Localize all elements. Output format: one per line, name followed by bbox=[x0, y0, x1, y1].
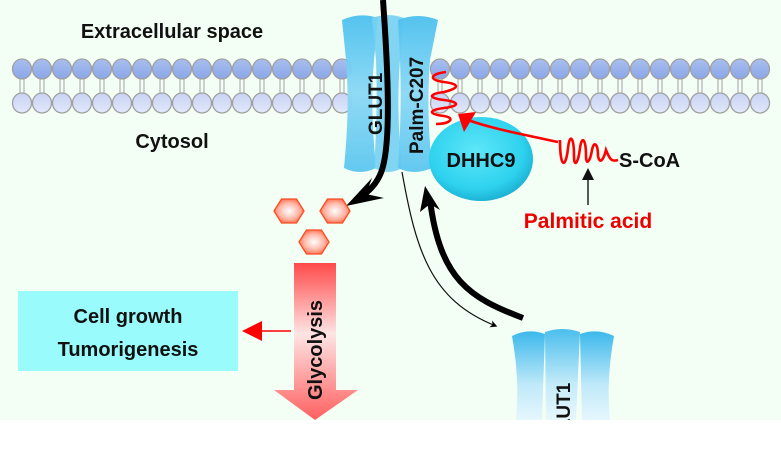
lipid-head-inner bbox=[31, 92, 53, 114]
lipid-head-inner bbox=[191, 92, 213, 114]
lipid-head-outer bbox=[191, 58, 213, 80]
cytosol-label: Cytosol bbox=[135, 131, 208, 153]
lipid-head-inner bbox=[649, 92, 671, 114]
lipid-head-inner bbox=[749, 92, 771, 114]
lipid-head-inner bbox=[669, 92, 691, 114]
lipid-head-outer bbox=[131, 58, 153, 80]
diagram-canvas: GLUT1 Palm-C207 DHHC9 S-CoA Palmitic aci… bbox=[0, 0, 781, 445]
lipid-head-outer bbox=[271, 58, 293, 80]
lipid-head-inner bbox=[549, 92, 571, 114]
lipid-head-inner bbox=[311, 92, 333, 114]
lipid-bilayer-left bbox=[11, 58, 353, 114]
lipid-head-inner bbox=[709, 92, 731, 114]
lipid-head-outer bbox=[489, 58, 511, 80]
lipid-head-inner bbox=[291, 92, 313, 114]
lipid-head-inner bbox=[589, 92, 611, 114]
recycling-arrowhead bbox=[420, 186, 440, 212]
lipid-head-outer bbox=[171, 58, 193, 80]
lipid-head-inner bbox=[11, 92, 33, 114]
glucose-hexagon-icon bbox=[273, 198, 305, 224]
lipid-head-inner bbox=[271, 92, 293, 114]
lipid-head-inner bbox=[449, 92, 471, 114]
lipid-head-outer bbox=[509, 58, 531, 80]
lipid-head-outer bbox=[729, 58, 751, 80]
lipid-head-inner bbox=[609, 92, 631, 114]
palmitate-transfer-arrow bbox=[467, 118, 559, 144]
lipid-head-outer bbox=[71, 58, 93, 80]
outcome-line2: Tumorigenesis bbox=[58, 339, 199, 361]
glut1-transporter-vesicle bbox=[512, 329, 614, 420]
lipid-head-outer bbox=[469, 58, 491, 80]
lipid-head-outer bbox=[549, 58, 571, 80]
palmitic-acid-label: Palmitic acid bbox=[524, 210, 652, 233]
lipid-head-outer bbox=[569, 58, 591, 80]
palm-c207-label: Palm-C207 bbox=[407, 57, 428, 154]
lipid-head-inner bbox=[251, 92, 273, 114]
lipid-head-inner bbox=[509, 92, 531, 114]
lipid-head-outer bbox=[449, 58, 471, 80]
lipid-head-inner bbox=[469, 92, 491, 114]
lipid-head-outer bbox=[589, 58, 611, 80]
palmitic-acid-arrowhead bbox=[582, 168, 594, 180]
glut1-vesicle-label: GLUT1 bbox=[554, 382, 575, 420]
lipid-head-inner bbox=[489, 92, 511, 114]
lipid-head-outer bbox=[749, 58, 771, 80]
lipid-bilayer-right bbox=[429, 58, 771, 114]
lipid-head-outer bbox=[669, 58, 691, 80]
outcome-line1: Cell growth bbox=[74, 306, 183, 328]
outcome-box bbox=[18, 291, 238, 371]
glucose-hexagon-icon bbox=[319, 198, 351, 224]
lipid-head-outer bbox=[649, 58, 671, 80]
lipid-head-inner bbox=[51, 92, 73, 114]
lipid-head-outer bbox=[151, 58, 173, 80]
glucose-import-arrowhead bbox=[346, 178, 384, 206]
lipid-head-inner bbox=[111, 92, 133, 114]
palmitoyl-coa-icon bbox=[558, 137, 619, 165]
lipid-head-outer bbox=[689, 58, 711, 80]
lipid-head-outer bbox=[31, 58, 53, 80]
glut1-palmitoylation-diagram: GLUT1 Palm-C207 DHHC9 S-CoA Palmitic aci… bbox=[11, 0, 771, 445]
extracellular-label: Extracellular space bbox=[81, 21, 263, 43]
glucose-import-arrow bbox=[356, 0, 391, 201]
lipid-head-outer bbox=[51, 58, 73, 80]
lipid-head-inner bbox=[131, 92, 153, 114]
lipid-head-inner bbox=[231, 92, 253, 114]
lipid-head-inner bbox=[171, 92, 193, 114]
lipid-head-inner bbox=[569, 92, 591, 114]
lipid-head-outer bbox=[11, 58, 33, 80]
lipid-head-outer bbox=[609, 58, 631, 80]
lipid-head-outer bbox=[291, 58, 313, 80]
lipid-head-outer bbox=[251, 58, 273, 80]
lipid-head-inner bbox=[529, 92, 551, 114]
dhhc9-label: DHHC9 bbox=[447, 150, 516, 172]
outcome-arrowhead bbox=[242, 321, 262, 341]
palmitoyl-chain-icon bbox=[430, 70, 458, 126]
lipid-head-outer bbox=[709, 58, 731, 80]
palmitate-transfer-arrowhead bbox=[458, 112, 476, 132]
glucose-hexagon-icon bbox=[298, 229, 330, 255]
lipid-head-outer bbox=[211, 58, 233, 80]
glut1-membrane-label: GLUT1 bbox=[366, 72, 387, 135]
lipid-head-outer bbox=[111, 58, 133, 80]
lipid-head-outer bbox=[231, 58, 253, 80]
dhhc9-enzyme bbox=[429, 117, 533, 201]
lipid-head-inner bbox=[91, 92, 113, 114]
lipid-head-inner bbox=[629, 92, 651, 114]
lipid-head-inner bbox=[211, 92, 233, 114]
glucose-molecules bbox=[273, 198, 351, 255]
glycolysis-label: Glycolysis bbox=[305, 300, 327, 400]
lipid-head-outer bbox=[311, 58, 333, 80]
lipid-head-outer bbox=[91, 58, 113, 80]
lipid-head-inner bbox=[71, 92, 93, 114]
endocytosis-arrow bbox=[401, 171, 498, 328]
lipid-head-inner bbox=[151, 92, 173, 114]
glycolysis-arrow bbox=[274, 263, 358, 420]
lipid-head-inner bbox=[689, 92, 711, 114]
lipid-head-outer bbox=[529, 58, 551, 80]
lipid-head-inner bbox=[729, 92, 751, 114]
recycling-arrow bbox=[427, 199, 525, 321]
s-coa-label: S-CoA bbox=[619, 150, 680, 172]
lipid-head-outer bbox=[629, 58, 651, 80]
